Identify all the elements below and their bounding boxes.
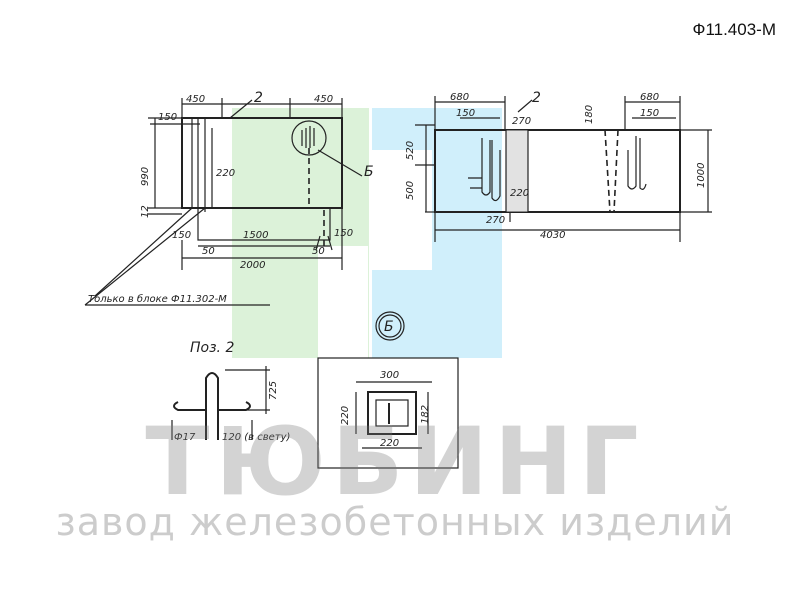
side-view-labels: 680 150 2 270 180 680 150 520 500 220 27… [405,90,707,241]
dim-front-50-right: 50 [312,246,325,257]
pos-2-detail [171,366,270,440]
dim-detail-220-bottom: 220 [380,438,399,449]
pos-2-title: Поз. 2 [190,340,234,356]
dim-detail-300: 300 [380,370,399,381]
front-view [84,98,363,306]
dim-side-680-left: 680 [450,92,469,103]
detail-b [317,311,459,469]
front-note: Только в блоке Ф11.302-М [88,293,227,305]
dim-side-150-left: 150 [456,108,475,119]
pos-2-labels: Поз. 2 725 Ф17 120 (в свету) [174,340,290,443]
dim-side-1000: 1000 [696,163,707,188]
dim-side-520: 520 [405,141,416,160]
callout-front-pos-2: 2 [254,90,263,106]
dim-side-180: 180 [584,105,595,124]
dim-side-680-right: 680 [640,92,659,103]
dim-detail-182: 182 [420,405,431,424]
document-code: Ф11.403-М [692,20,776,39]
detail-b-mark: Б [384,319,394,335]
dim-front-150-top: 150 [158,112,177,123]
dim-front-1500: 1500 [243,230,268,241]
dim-front-150-bottom-right: 150 [334,228,353,239]
front-view-labels: 150 450 2 450 990 12 220 Б 150 1500 150 … [88,90,374,305]
dim-side-270-bottom: 270 [486,215,505,226]
watermark-subtitle: завод железобетонных изделий [55,500,735,544]
dim-pos-120: 120 (в свету) [222,432,290,443]
watermark-logo-shapes [232,108,502,358]
dim-front-12: 12 [140,205,151,218]
dim-side-4030: 4030 [540,230,565,241]
dim-pos-725: 725 [268,381,279,400]
dim-front-990: 990 [140,167,151,186]
dim-front-450-right: 450 [314,94,333,105]
dim-front-450-left: 450 [186,94,205,105]
dim-side-270-top: 270 [512,116,531,127]
dim-detail-220-left: 220 [340,406,351,425]
dim-side-150-right: 150 [640,108,659,119]
side-view [415,96,712,242]
watermark-word: ТЮБИНГ [145,408,645,517]
dim-pos-diam: Ф17 [174,432,196,443]
callout-front-b: Б [364,164,374,180]
dim-front-50-left: 50 [202,246,215,257]
detail-b-labels: Б 300 220 182 220 [340,319,431,449]
dim-side-220: 220 [510,188,529,199]
callout-side-pos-2: 2 [532,90,541,106]
dim-front-2000: 2000 [240,260,265,271]
dim-front-150-bottom-left: 150 [172,230,191,241]
dim-side-500: 500 [405,181,416,200]
dim-front-220: 220 [216,168,235,179]
